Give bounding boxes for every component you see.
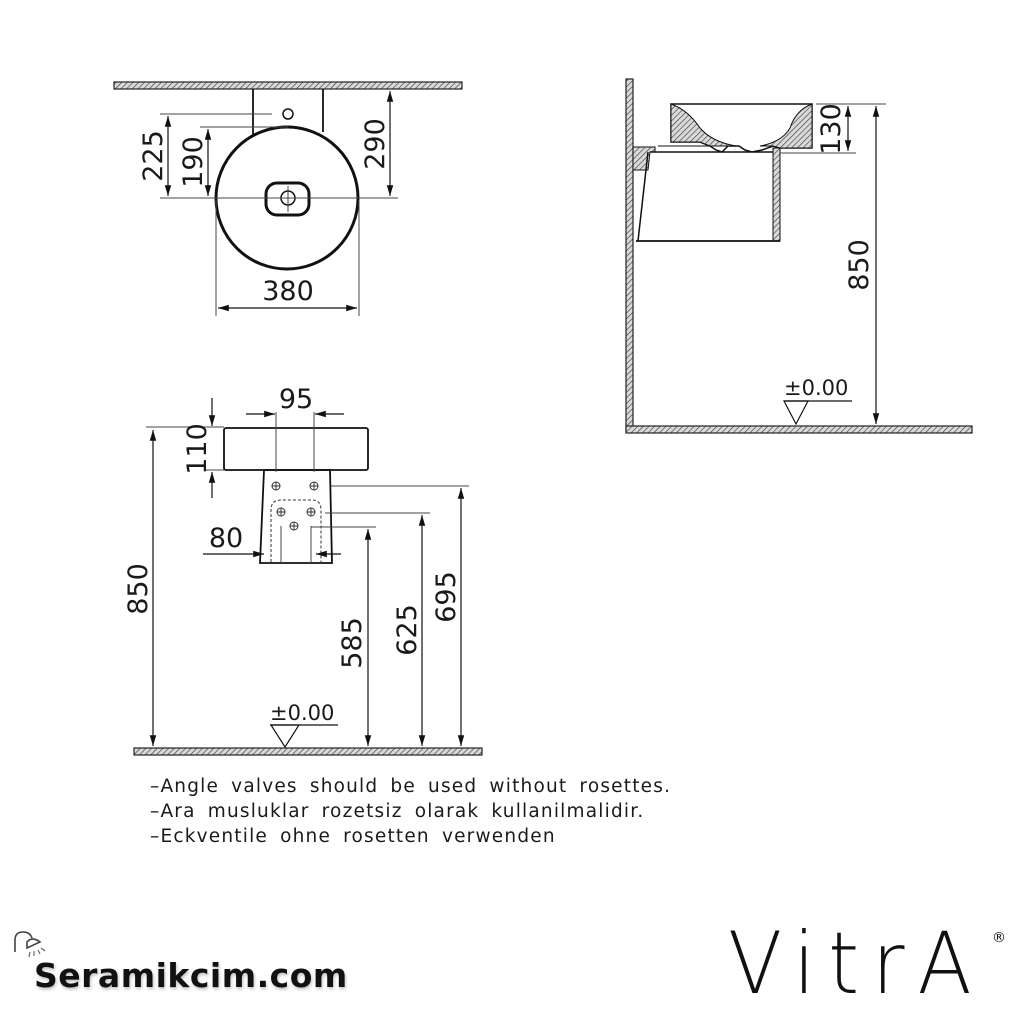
tap-hole (282, 108, 294, 120)
vitra-logo: VitrA ® (728, 914, 1018, 1014)
note-english: –Angle valves should be used without ros… (150, 776, 672, 797)
wall-hatch (625, 78, 634, 432)
level-marker-front: ±0.00 (270, 701, 334, 725)
floor-hatch (133, 747, 483, 756)
drain (264, 181, 311, 217)
dim-290: 290 (360, 118, 391, 170)
top-view: 225 190 290 380 (113, 81, 463, 316)
dim-95: 95 (279, 384, 313, 415)
shower-icon (14, 931, 46, 958)
vitra-wordmark: VitrA (728, 914, 985, 1014)
side-view: 130 850 ±0.00 (625, 78, 973, 434)
note-turkish: –Ara musluklar rozetsiz olarak kullanilm… (150, 801, 645, 822)
dim-130: 130 (816, 103, 847, 155)
dim-225: 225 (138, 130, 169, 182)
seramikcim-logo: Seramikcim.com (10, 928, 360, 1008)
dim-190: 190 (178, 136, 209, 188)
registered-mark: ® (992, 930, 1006, 946)
note-german: –Eckventile ohne rosetten verwenden (150, 826, 556, 847)
site-name: Seramikcim.com (34, 956, 348, 995)
front-view: 95 110 80 850 585 625 695 ±0.00 (123, 384, 483, 756)
floor-hatch (625, 425, 973, 434)
basin-front (223, 427, 369, 471)
dim-850-front: 850 (123, 563, 154, 615)
dim-695: 695 (431, 571, 462, 623)
dim-110: 110 (182, 423, 213, 475)
dim-625: 625 (392, 604, 423, 656)
dim-585: 585 (337, 617, 368, 669)
dim-850-side: 850 (844, 239, 875, 291)
dim-80: 80 (209, 523, 243, 554)
level-marker-side: ±0.00 (784, 376, 848, 400)
pedestal-front (259, 469, 333, 564)
dim-380: 380 (262, 276, 314, 307)
wall-hatch (113, 81, 463, 90)
installation-notes: –Angle valves should be used without ros… (150, 774, 671, 849)
